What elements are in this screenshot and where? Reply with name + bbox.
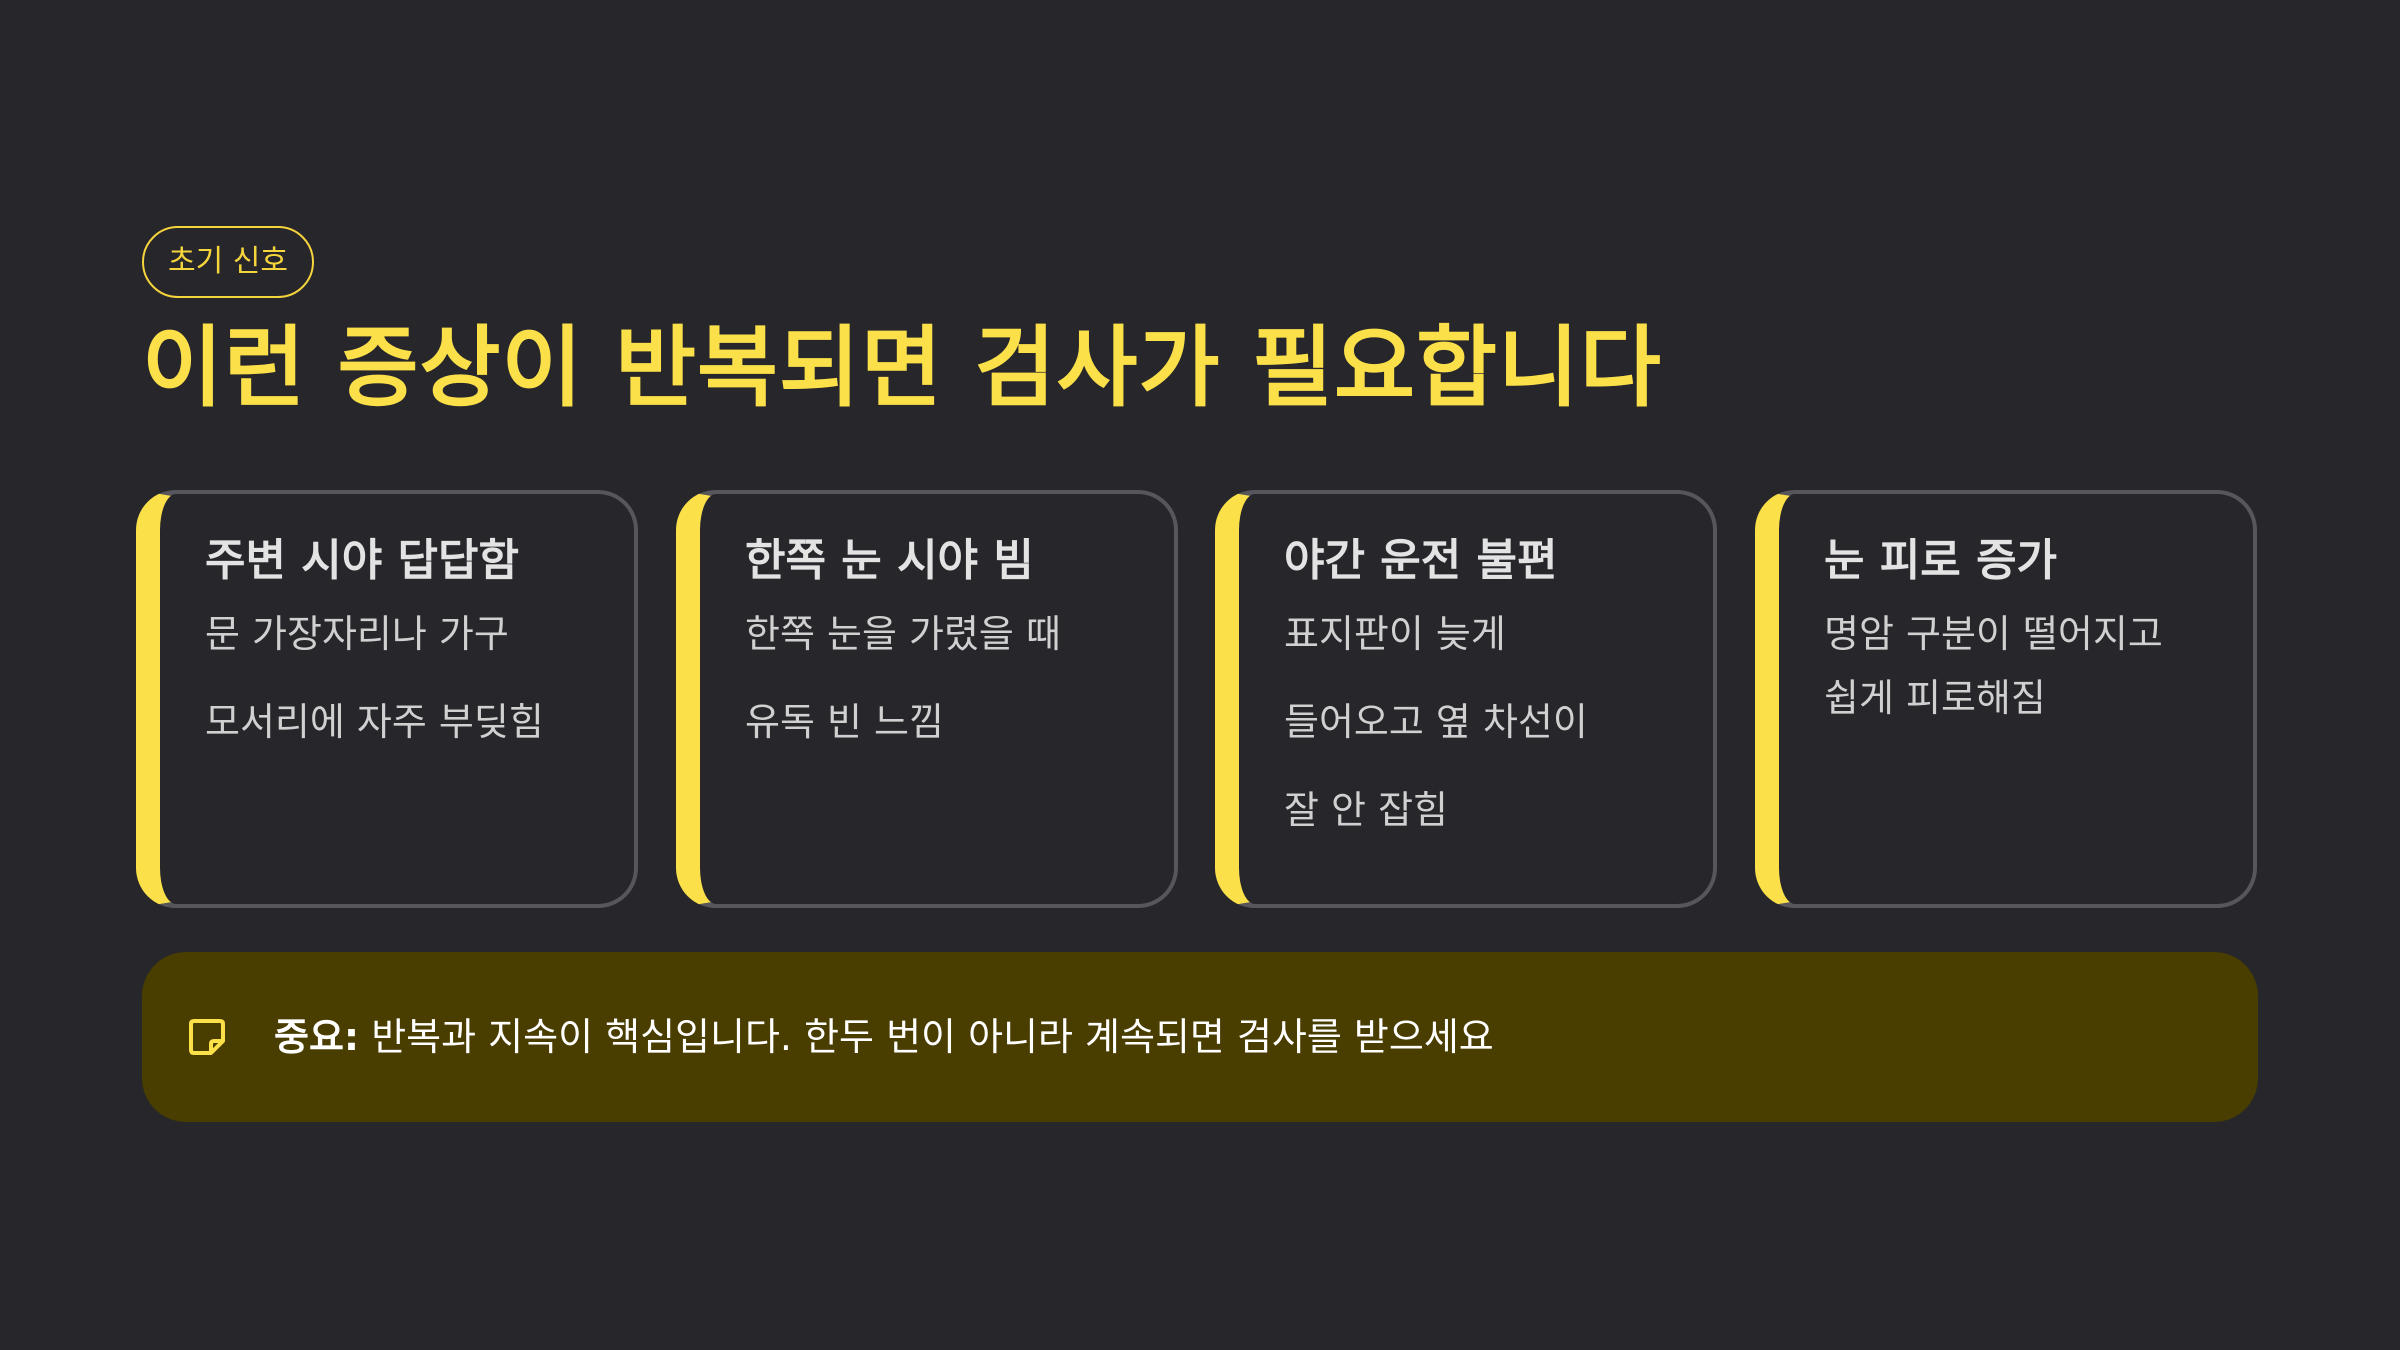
card-description-line: 모서리에 자주 부딪힘 xyxy=(205,700,544,744)
card-description-line: 쉽게 피로해짐 xyxy=(1824,676,2046,720)
category-badge: 초기 신호 xyxy=(142,226,314,298)
card-description-line: 유독 빈 느낌 xyxy=(745,700,944,744)
symptom-card-eye-fatigue: 눈 피로 증가 명암 구분이 떨어지고 쉽게 피로해짐 xyxy=(1755,490,2257,908)
card-description-line: 명암 구분이 떨어지고 xyxy=(1824,612,2163,656)
page-title: 이런 증상이 반복되면 검사가 필요합니다 xyxy=(142,316,1662,419)
card-title: 한쪽 눈 시야 빔 xyxy=(745,535,1034,586)
symptom-card-night-driving: 야간 운전 불편 표지판이 늦게 들어오고 옆 차선이 잘 안 잡힘 xyxy=(1215,490,1717,908)
symptom-cards: 주변 시야 답답함 문 가장자리나 가구 모서리에 자주 부딪힘 한쪽 눈 시야… xyxy=(136,490,2258,908)
card-description-line: 표지판이 늦게 xyxy=(1284,612,1506,656)
note-text: 중요: 반복과 지속이 핵심입니다. 한두 번이 아니라 계속되면 검사를 받으… xyxy=(274,1015,1494,1059)
card-title: 주변 시야 답답함 xyxy=(205,535,519,586)
symptom-card-one-eye-blank: 한쪽 눈 시야 빔 한쪽 눈을 가렸을 때 유독 빈 느낌 xyxy=(676,490,1178,908)
card-description-line: 문 가장자리나 가구 xyxy=(205,612,509,656)
card-title: 야간 운전 불편 xyxy=(1284,535,1558,586)
card-description-line: 잘 안 잡힘 xyxy=(1284,788,1448,832)
sticky-note-icon xyxy=(189,1019,225,1055)
card-description-line: 들어오고 옆 차선이 xyxy=(1284,700,1588,744)
card-title: 눈 피로 증가 xyxy=(1824,535,2058,586)
card-description-line: 한쪽 눈을 가렸을 때 xyxy=(745,612,1061,656)
symptom-card-peripheral-vision: 주변 시야 답답함 문 가장자리나 가구 모서리에 자주 부딪힘 xyxy=(136,490,638,908)
important-note-banner: 중요: 반복과 지속이 핵심입니다. 한두 번이 아니라 계속되면 검사를 받으… xyxy=(142,952,2258,1122)
note-message: 반복과 지속이 핵심입니다. 한두 번이 아니라 계속되면 검사를 받으세요 xyxy=(359,1015,1494,1059)
note-label: 중요: xyxy=(274,1015,360,1059)
